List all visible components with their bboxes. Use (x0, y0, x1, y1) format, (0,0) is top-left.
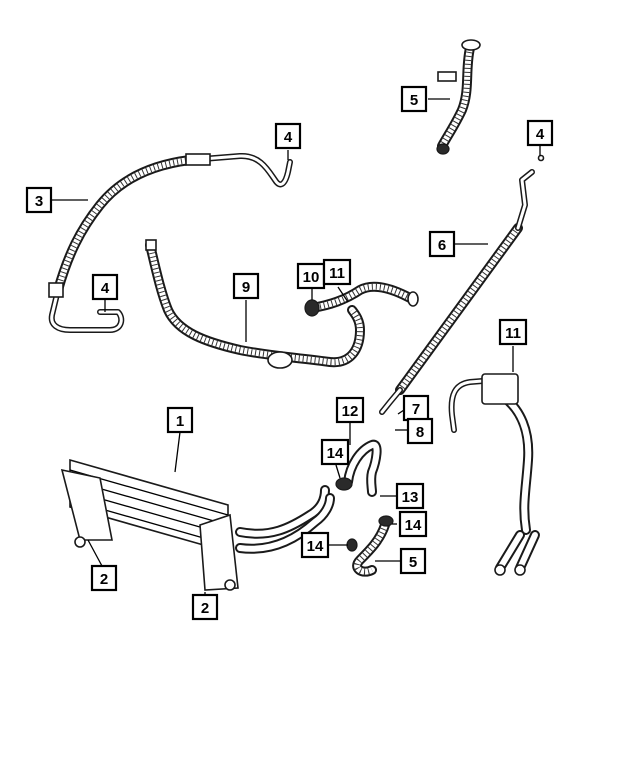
hose-part-6 (379, 154, 545, 415)
callout-11-top[interactable]: 11 (322, 258, 352, 286)
callout-4-left[interactable]: 4 (91, 273, 119, 301)
callout-13[interactable]: 13 (395, 482, 425, 510)
callout-4-right[interactable]: 4 (526, 119, 554, 147)
callout-label: 7 (412, 401, 420, 418)
callout-11-right[interactable]: 11 (498, 318, 528, 346)
callout-10[interactable]: 10 (296, 262, 326, 290)
callout-label: 14 (307, 538, 324, 555)
callout-5-top[interactable]: 5 (400, 85, 428, 113)
callout-9[interactable]: 9 (232, 272, 260, 300)
oil-cooler-part-1 (60, 458, 335, 591)
callout-label: 4 (284, 129, 293, 146)
callout-label: 6 (438, 237, 446, 254)
hose-part-5-bottom (346, 515, 394, 577)
hose-part-5-top (436, 39, 481, 155)
callout-4-top-left[interactable]: 4 (274, 122, 302, 150)
callout-label: 4 (536, 126, 545, 143)
callout-6[interactable]: 6 (428, 230, 456, 258)
callout-7[interactable]: 7 (402, 394, 430, 422)
callout-label: 2 (201, 600, 209, 617)
callout-label: 11 (329, 265, 345, 282)
callout-14-center[interactable]: 14 (320, 438, 350, 466)
callout-label: 9 (242, 279, 250, 296)
callout-2-left[interactable]: 2 (90, 564, 118, 592)
callout-3[interactable]: 3 (25, 186, 53, 214)
hose-part-12 (335, 439, 382, 497)
callout-label: 12 (342, 403, 359, 420)
tube-assembly-part-11 (448, 373, 540, 576)
callout-8[interactable]: 8 (406, 417, 434, 445)
callout-label: 10 (303, 269, 320, 286)
callout-label: 8 (416, 424, 424, 441)
callout-label: 1 (176, 413, 184, 430)
callout-label: 14 (327, 445, 344, 462)
hose-part-3 (48, 153, 293, 333)
hose-part-9 (145, 239, 365, 369)
callout-14-right[interactable]: 14 (398, 510, 428, 538)
callout-label: 5 (409, 554, 417, 571)
callout-label: 3 (35, 193, 43, 210)
callout-label: 4 (101, 280, 110, 297)
callout-label: 5 (410, 92, 418, 109)
callout-1[interactable]: 1 (166, 406, 194, 434)
callout-12[interactable]: 12 (335, 396, 365, 424)
callout-2-right[interactable]: 2 (191, 593, 219, 621)
hose-part-10-11 (304, 281, 419, 317)
callout-14-left[interactable]: 14 (300, 531, 330, 559)
callout-label: 13 (402, 489, 419, 506)
callout-label: 11 (505, 325, 521, 342)
callout-label: 14 (405, 517, 422, 534)
callout-label: 2 (100, 571, 108, 588)
callout-5-bottom[interactable]: 5 (399, 547, 427, 575)
